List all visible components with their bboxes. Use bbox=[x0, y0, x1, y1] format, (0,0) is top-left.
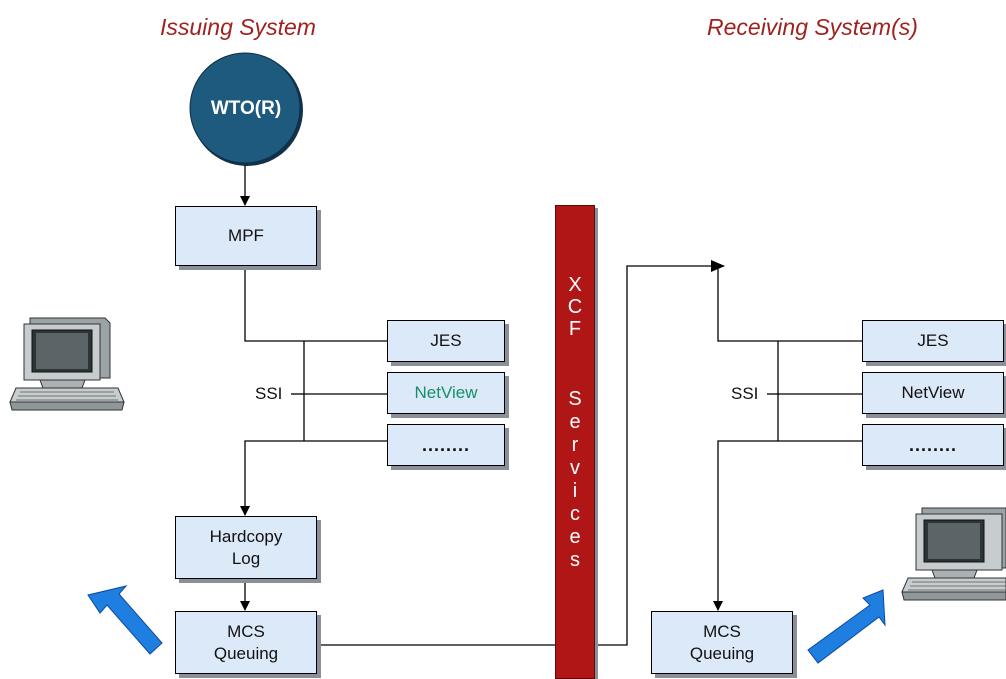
wto-label: WTO(R) bbox=[210, 98, 282, 119]
jes-label: JES bbox=[430, 331, 462, 350]
jes-box: JES bbox=[387, 320, 505, 362]
mcs-label-line1: MCS bbox=[227, 621, 265, 641]
recv-to-jes-line bbox=[717, 266, 862, 342]
ssi-to-hardcopy-arrow bbox=[240, 440, 304, 516]
more-subsystems-label: ........ bbox=[421, 435, 470, 455]
mcs-queuing-box: MCS Queuing bbox=[175, 611, 317, 674]
xcf-letter: v bbox=[570, 457, 580, 479]
xcf-letter: C bbox=[567, 296, 583, 318]
netview-label: NetView bbox=[414, 383, 478, 402]
xcf-letter: X bbox=[568, 274, 582, 296]
more-subsystems-box: ........ bbox=[387, 424, 505, 466]
xcf-letter: F bbox=[568, 318, 582, 340]
mpf-to-jes-line bbox=[244, 266, 387, 342]
computer-terminal-icon bbox=[901, 507, 1006, 601]
recv-netview-label: NetView bbox=[901, 383, 965, 402]
xcf-transfer-arrow bbox=[316, 260, 725, 646]
xcf-services-bar: X C F S e r v i c e s bbox=[555, 205, 595, 679]
ssi-label: SSI bbox=[255, 384, 283, 403]
xcf-letter: e bbox=[569, 411, 581, 433]
issuing-system-title: Issuing System bbox=[160, 14, 316, 40]
mpf-label: MPF bbox=[228, 226, 264, 245]
wto-circle bbox=[189, 52, 303, 166]
xcf-letter: e bbox=[569, 526, 581, 548]
recv-ssi-to-mcs-arrow bbox=[713, 440, 778, 611]
recv-more-subsystems-box: ........ bbox=[862, 424, 1004, 466]
hardcopy-label-line2: Log bbox=[231, 548, 261, 568]
recv-ssi-label: SSI bbox=[731, 384, 759, 403]
recv-mcs-queuing-box: MCS Queuing bbox=[651, 611, 793, 674]
mpf-box: MPF bbox=[175, 206, 317, 266]
blue-arrow-icon bbox=[807, 589, 886, 664]
blue-arrow-icon bbox=[87, 585, 163, 655]
xcf-letter: S bbox=[568, 388, 582, 410]
hardcopy-log-box: Hardcopy Log bbox=[175, 516, 317, 579]
mcs-label-line2: Queuing bbox=[213, 643, 279, 663]
recv-more-subsystems-label: ........ bbox=[908, 435, 957, 455]
recv-jes-box: JES bbox=[862, 320, 1004, 362]
xcf-letter: c bbox=[570, 503, 580, 525]
xcf-letter: i bbox=[572, 480, 578, 502]
recv-netview-box: NetView bbox=[862, 372, 1004, 414]
xcf-letter: r bbox=[571, 434, 579, 456]
receiving-system-title: Receiving System(s) bbox=[707, 14, 918, 40]
recv-mcs-label-line1: MCS bbox=[703, 621, 741, 641]
computer-terminal-icon bbox=[9, 317, 125, 411]
recv-jes-label: JES bbox=[917, 331, 949, 350]
netview-box: NetView bbox=[387, 372, 505, 414]
hardcopy-label-line1: Hardcopy bbox=[209, 526, 283, 546]
xcf-letter: s bbox=[570, 549, 580, 571]
recv-mcs-label-line2: Queuing bbox=[689, 643, 755, 663]
